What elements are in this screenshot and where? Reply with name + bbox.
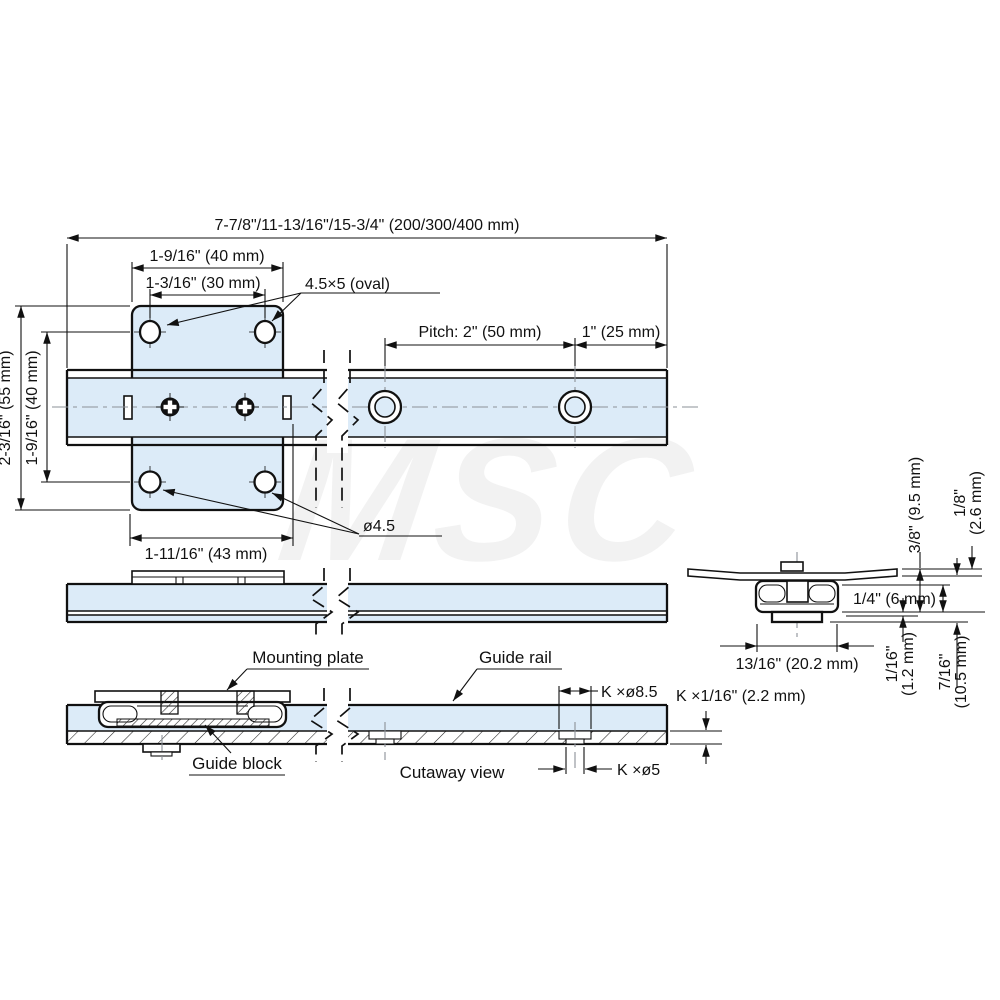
oval-hole	[253, 319, 277, 345]
leader-mounting-plate	[226, 668, 248, 691]
plate-holes	[134, 316, 281, 498]
cutaway-labels: Mounting plate Guide rail Guide block Cu…	[189, 648, 806, 782]
fixing-screws	[156, 393, 259, 421]
dim-depth: K ×1/16" (2.2 mm)	[676, 688, 806, 705]
break-symbol	[308, 688, 360, 762]
rail-base-hatched	[67, 731, 667, 744]
dim-hole-pitch-v: 1-9/16" (40 mm)	[24, 350, 41, 465]
center-tongue	[786, 580, 809, 603]
block-foot	[770, 610, 824, 624]
dim-rail-hole-pitch: Pitch: 2" (50 mm)	[418, 324, 541, 341]
rail-holes	[367, 389, 593, 425]
block-base-hatched	[116, 718, 270, 727]
leader-guide-block	[204, 724, 232, 754]
cutaway-caption: Cutaway view	[400, 763, 506, 782]
dim-height-above-rail: 3/8" (9.5 mm)	[907, 457, 924, 553]
plan-view: 7-7/8"/11-13/16"/15-3/4" (200/300/400 mm…	[0, 217, 700, 563]
mounting-plate-label: Mounting plate	[252, 648, 364, 667]
dim-block-overall-width: 13/16" (20.2 mm)	[735, 656, 858, 673]
dim-total-height-1: 7/16"	[937, 654, 954, 691]
screw-icon	[231, 393, 259, 421]
end-view-dimensions: 3/8" (9.5 mm) 1/8" (2.6 mm) 1/4" (6 mm) …	[720, 457, 985, 709]
oval-hole	[138, 319, 162, 345]
leader-oval-right	[271, 292, 302, 322]
label-oval-hole: 4.5×5 (oval)	[305, 276, 390, 293]
dim-block-inner-height: 1/4" (6 mm)	[853, 591, 936, 608]
side-view	[65, 568, 669, 640]
mounting-plate-hatched	[94, 690, 291, 703]
dim-counterbore: K ×ø8.5	[601, 684, 658, 701]
dim-plate-height: 2-3/16" (55 mm)	[0, 350, 14, 465]
leader-guide-rail	[452, 668, 478, 702]
dim-rail-lip-1: 1/16"	[884, 646, 901, 683]
leader-oval-left	[166, 292, 302, 326]
dim-through-hole: K ×ø5	[617, 762, 660, 779]
rail-hole-inner	[564, 396, 586, 418]
screw-section	[160, 690, 179, 715]
plan-dimensions: 7-7/8"/11-13/16"/15-3/4" (200/300/400 mm…	[0, 217, 668, 563]
end-view: 3/8" (9.5 mm) 1/8" (2.6 mm) 1/4" (6 mm) …	[687, 457, 985, 709]
break-symbol	[308, 350, 360, 508]
dim-plate-width: 1-9/16" (40 mm)	[149, 248, 264, 265]
wing-plate	[687, 568, 898, 581]
guide-block-label: Guide block	[192, 754, 282, 773]
dim-total-height-2: (10.5 mm)	[953, 636, 970, 709]
dim-plate-thickness-2: (2.6 mm)	[968, 471, 985, 535]
guide-rail-label: Guide rail	[479, 648, 552, 667]
screw-icon	[156, 393, 184, 421]
label-hole-diameter: ø4.5	[363, 518, 395, 535]
guide-rail-side	[67, 584, 667, 622]
dim-block-width: 1-11/16" (43 mm)	[145, 546, 268, 563]
cutaway-view: Mounting plate Guide rail Guide block Cu…	[65, 648, 806, 782]
guide-block-assembly	[94, 690, 291, 729]
center-tab	[780, 561, 804, 572]
dim-end-hole-offset: 1" (25 mm)	[582, 324, 661, 341]
dim-hole-pitch-h: 1-3/16" (30 mm)	[145, 275, 260, 292]
round-hole	[138, 470, 162, 494]
round-hole	[253, 470, 277, 494]
rail-hole-inner	[374, 396, 396, 418]
dim-rail-lip-2: (1.2 mm)	[900, 632, 917, 696]
leader-dia-left	[162, 488, 360, 535]
dim-overall-length: 7-7/8"/11-13/16"/15-3/4" (200/300/400 mm…	[215, 217, 520, 234]
leader-dia-right	[271, 492, 360, 535]
dim-plate-thickness-1: 1/8"	[952, 489, 969, 517]
rail-hole-section	[368, 722, 592, 770]
screw-boss	[142, 735, 181, 764]
break-symbol	[308, 568, 360, 640]
